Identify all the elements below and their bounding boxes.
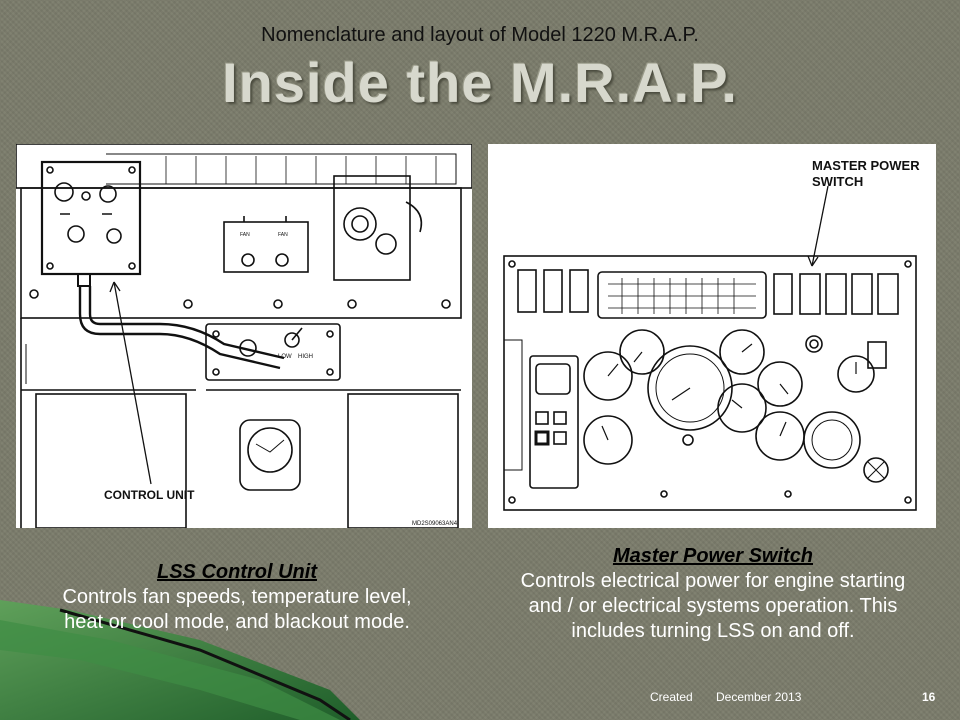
master-power-switch-diagram: MASTER POWER SWITCH [488,144,936,528]
lss-high-label: HIGH [298,354,313,360]
footer-date: December 2013 [716,690,802,704]
master-power-caption-heading: Master Power Switch [612,545,814,567]
footer-page-number: 16 [922,690,936,704]
master-power-caption: Master Power Switch Controls electrical … [518,544,908,644]
fan-label-2: FAN [278,232,288,238]
master-power-caption-body: Controls electrical power for engine sta… [520,570,906,642]
fan-label-1: FAN [240,232,250,238]
master-power-label-line2: SWITCH [812,174,863,189]
lss-low-label: LOW [278,354,292,360]
lss-caption-heading: LSS Control Unit [157,561,317,583]
figure-code: MD2S09063AN4 [412,521,458,527]
footer-created: Created [650,690,693,704]
control-unit-label: CONTROL UNIT [104,488,195,502]
lss-caption-body: Controls fan speeds, temperature level, … [62,586,412,633]
slide-subtitle: Nomenclature and layout of Model 1220 M.… [261,24,699,46]
master-power-label-line1: MASTER POWER [812,158,920,173]
lss-control-unit-diagram: CONTROL UNIT FAN FAN LOW HIGH MD2S09063A… [16,144,472,528]
slide-title: Inside the M.R.A.P. [222,51,738,114]
lss-caption: LSS Control Unit Controls fan speeds, te… [52,560,422,635]
